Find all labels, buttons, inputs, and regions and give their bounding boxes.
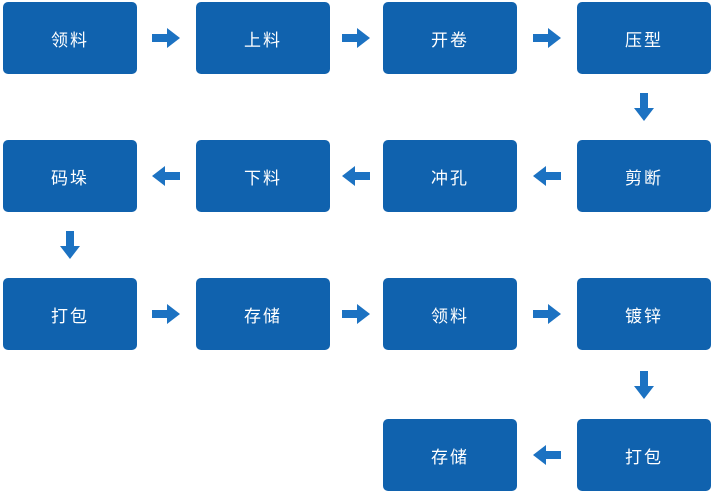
node-label: 开卷 xyxy=(431,30,469,51)
arrow-right-icon xyxy=(152,304,180,324)
node-label: 打包 xyxy=(51,306,89,327)
arrow-down-icon xyxy=(60,231,80,259)
node-label: 领料 xyxy=(431,306,469,327)
node-label: 下料 xyxy=(244,168,282,189)
node-label: 存储 xyxy=(431,447,469,468)
node-packing-2: 打包 xyxy=(577,419,711,491)
arrow-right-icon xyxy=(152,28,180,48)
arrow-left-icon xyxy=(533,445,561,465)
arrow-down-icon xyxy=(634,371,654,399)
arrow-right-icon xyxy=(342,304,370,324)
node-label: 领料 xyxy=(51,30,89,51)
arrow-left-icon xyxy=(342,166,370,186)
arrow-left-icon xyxy=(152,166,180,186)
arrow-down-icon xyxy=(634,93,654,121)
arrow-right-icon xyxy=(533,28,561,48)
arrow-right-icon xyxy=(533,304,561,324)
node-punching: 冲孔 xyxy=(383,140,517,212)
node-uncoiling: 开卷 xyxy=(383,2,517,74)
node-loading: 上料 xyxy=(196,2,330,74)
node-label: 上料 xyxy=(244,30,282,51)
arrow-left-icon xyxy=(533,166,561,186)
node-label: 码垛 xyxy=(51,168,89,189)
arrow-right-icon xyxy=(342,28,370,48)
node-label: 存储 xyxy=(244,306,282,327)
node-unloading: 下料 xyxy=(196,140,330,212)
node-material-pickup-2: 领料 xyxy=(383,278,517,350)
node-packing-1: 打包 xyxy=(3,278,137,350)
node-label: 剪断 xyxy=(625,168,663,189)
node-palletizing: 码垛 xyxy=(3,140,137,212)
node-label: 冲孔 xyxy=(431,168,469,189)
node-storage-1: 存储 xyxy=(196,278,330,350)
node-press-forming: 压型 xyxy=(577,2,711,74)
node-label: 打包 xyxy=(625,447,663,468)
node-shearing: 剪断 xyxy=(577,140,711,212)
node-material-pickup-1: 领料 xyxy=(3,2,137,74)
node-label: 镀锌 xyxy=(625,306,663,327)
node-label: 压型 xyxy=(625,30,663,51)
node-storage-2: 存储 xyxy=(383,419,517,491)
node-galvanizing: 镀锌 xyxy=(577,278,711,350)
